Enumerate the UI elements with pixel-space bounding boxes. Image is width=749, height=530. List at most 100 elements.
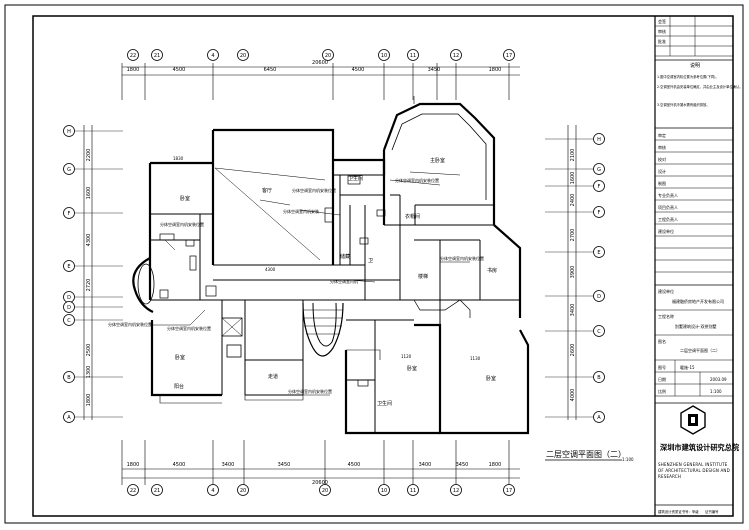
dim-bottom-2: 4500 [173,462,186,468]
tb-header-3: 批准 [658,38,666,44]
tb-project-label: 工程名称 [658,313,674,319]
axis-top-5-label: 11 [410,53,416,59]
dim-left-7: 1800 [86,394,92,407]
axis-top-6: 12 [450,49,462,61]
axis-bottom-7: 12 [450,484,462,496]
axis-bottom-5: 10 [378,484,390,496]
axis-right-1-label: G [597,167,601,173]
axis-top-0: 22 [127,49,139,61]
axis-right-2: F [593,180,605,192]
floor-plan [132,96,530,435]
axis-right-2-label: F [598,184,601,190]
tb-company-cn: 深圳市建筑设计研究总院 [660,443,740,452]
dim-top-3: 6450 [264,67,277,73]
dim-note-1120: 1120 [401,354,412,359]
dim-right-2: 1600 [570,172,576,185]
axis-left-8-label: A [67,415,71,421]
axis-top-mid-label: 20 [325,53,331,59]
axis-right-4: E [593,246,605,258]
title-block [655,16,733,506]
room-veranda: 阳台 [174,383,184,390]
axis-top-7: 17 [503,49,515,61]
axis-bottom-4-label: 20 [322,488,328,494]
tb-date-value: 2003.09 [710,377,727,382]
dim-right-1: 2100 [570,149,576,162]
sheet-border [4,4,744,524]
axis-bottom-2-label: 4 [211,488,214,494]
axis-top-0-label: 22 [130,53,136,59]
tb-sign-row-3: 设计 [658,168,666,174]
axis-bottom-6: 11 [407,484,419,496]
axis-bottom-2: 4 [207,484,219,496]
tb-scale-value: 1:100 [710,389,722,394]
axis-top-1: 21 [151,49,163,61]
axis-bottom-0: 22 [127,484,139,496]
room-closet: 衣帽间 [405,213,420,220]
dim-right-8: 4000 [570,389,576,402]
room-stair: 楼梯 [418,273,428,280]
dim-left-4: 2720 [86,279,92,292]
axis-left-3: E [63,260,75,272]
tb-notes-title: 说明 [690,62,700,69]
axis-left-0-label: H [67,129,71,135]
axis-right-1: G [593,163,605,175]
dim-top-4: 4500 [352,67,365,73]
room-bedroom-bottom-left: 卧室 [175,354,185,361]
tb-drawing-name: 二层空调平面图（二） [680,347,720,353]
axis-left-1-label: G [67,167,71,173]
axis-top-5: 11 [407,49,419,61]
axis-right-3: F [593,206,605,218]
tb-sign-row-2: 校对 [658,156,666,162]
dim-right-7: 2600 [570,344,576,357]
tb-scale-label: 比例 [658,388,666,394]
room-wc: 卫 [368,258,373,264]
tb-company-en: SHENZHEN GENERAL INSTITUTE OF ARCHITECTU… [658,462,730,479]
axis-right-5: D [593,290,605,302]
axis-top-2-label: 4 [211,53,214,59]
axis-right-6: C [593,325,605,337]
room-bedroom-right-top: 主卧室 [430,157,445,164]
axis-bottom-3: 20 [237,484,249,496]
tb-note-1: 1.图中空调室内机位置为参考位置(下同)。 [657,74,719,79]
top-dimension-line [121,63,520,100]
ac-note-4: 分体空调室内机安装位置 [395,177,439,183]
ac-note-8: 分体空调室内机 [330,278,358,284]
axis-left-7: B [63,371,75,383]
axis-right-5-label: D [597,294,601,300]
room-toilet: 卫生间 [348,175,363,182]
ac-note-6: 分体空调室内机安装位置 [108,321,152,327]
room-bedroom-left: 卧室 [180,195,190,202]
axis-right-7-label: B [597,375,601,381]
ac-note-7: 分体空调室内机安装位置 [167,325,211,331]
axis-bottom-1-label: 21 [154,488,160,494]
room-big-hall: 客厅 [262,187,272,194]
tb-note-2: 2.空调室外机由安装单位确定，并由业主及设计单位确认。 [657,84,743,89]
dim-right-6: 3400 [570,304,576,317]
ac-note-9: 分体空调室内机安装位置 [288,388,332,394]
axis-left-0: H [63,125,75,137]
axis-bottom-1: 21 [151,484,163,496]
dim-bottom-4: 3450 [278,462,291,468]
room-store: 储藏 [340,253,350,260]
drawing-title: 二层空调平面图（二） [546,449,626,459]
room-bath: 卫生间 [377,400,392,407]
room-corridor: 走道 [268,373,278,380]
room-bedroom-bottom-mid: 卧室 [407,365,417,372]
axis-top-4-label: 10 [381,53,387,59]
company-logo-icon [680,405,706,435]
dim-top-6: 1800 [489,67,502,73]
dim-note-1130: 1130 [470,356,481,361]
drawing-scale: 1:100 [622,457,634,462]
axis-top-6-label: 12 [453,53,459,59]
dim-left-3: 4300 [86,234,92,247]
tb-sign-row-4: 制图 [658,180,666,186]
tb-date-label: 日期 [658,376,666,382]
axis-left-2-label: F [68,211,71,217]
tb-header-1: 会签 [658,18,666,24]
dim-bottom-5: 4500 [348,462,361,468]
axis-left-7-label: B [67,375,71,381]
